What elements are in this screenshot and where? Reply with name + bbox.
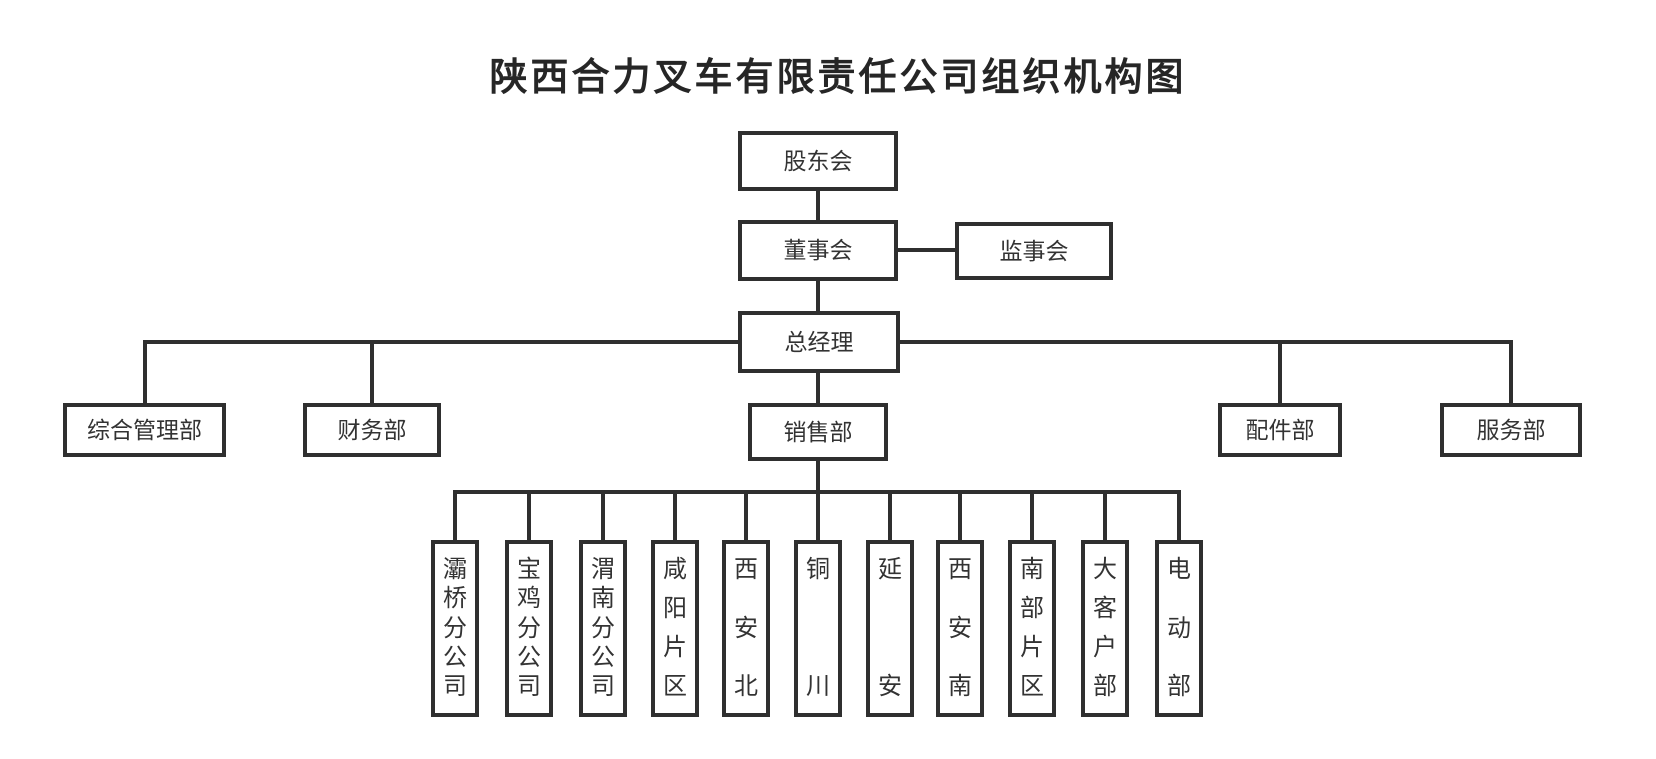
connector-drop-south-area [1030,490,1034,542]
org-node-finance-dept: 财务部 [303,403,441,457]
connector-board-supervisory [896,248,957,252]
org-node-label: 财务部 [337,417,407,443]
org-node-sales-dept: 销售部 [748,403,888,461]
org-node-label: 宝鸡分公司 [517,557,541,700]
org-node-supervisory: 监事会 [955,222,1113,280]
org-node-label: 服务部 [1476,417,1546,443]
org-node-label: 渭南分公司 [591,557,615,700]
connector-drop-parts [1278,340,1282,405]
org-node-label: 电动部 [1167,557,1191,700]
connector-drop-service [1509,340,1513,405]
org-node-label: 监事会 [999,238,1069,264]
connector-shareholders-board [816,189,820,221]
org-node-label: 大客户部 [1093,557,1117,700]
connector-drop-weinan [601,490,605,542]
org-node-electric-dept: 电动部 [1155,540,1203,717]
org-node-xian-south: 西安南 [936,540,984,717]
org-node-xian-north: 西安北 [722,540,770,717]
connector-gm-sales [816,371,820,404]
org-node-label: 股东会 [783,148,853,174]
org-node-label: 综合管理部 [87,417,202,443]
connector-sales-bus [816,459,820,492]
org-node-label: 西安南 [948,557,972,700]
org-node-general-manager: 总经理 [738,311,900,373]
connector-drop-baqiao [453,490,457,542]
org-node-south-area: 南部片区 [1008,540,1056,717]
connector-drop-xianyang [673,490,677,542]
org-node-admin-dept: 综合管理部 [63,403,226,457]
org-node-shareholders: 股东会 [738,131,898,191]
connector-drop-key-accounts [1103,490,1107,542]
org-node-weinan-branch: 渭南分公司 [579,540,627,717]
connector-drop-electric [1177,490,1181,542]
org-node-board: 董事会 [738,220,898,281]
org-node-label: 销售部 [783,419,853,445]
org-node-label: 延安 [878,557,902,700]
org-node-xianyang-area: 咸阳片区 [651,540,699,717]
org-node-label: 灞桥分公司 [443,557,467,700]
org-node-label: 西安北 [734,557,758,700]
org-node-yanan: 延安 [866,540,914,717]
org-node-label: 董事会 [783,238,853,263]
org-node-baoji-branch: 宝鸡分公司 [505,540,553,717]
connector-drop-yanan [888,490,892,542]
connector-gm-left-arm [143,340,740,344]
connector-drop-tongchuan [816,490,820,542]
org-node-parts-dept: 配件部 [1218,403,1342,457]
chart-title: 陕西合力叉车有限责任公司组织机构图 [489,57,1187,99]
org-node-label: 咸阳片区 [663,557,687,700]
org-node-key-accounts-dept: 大客户部 [1081,540,1129,717]
connector-gm-right-arm [898,340,1513,344]
org-node-service-dept: 服务部 [1440,403,1582,457]
connector-drop-baoji [527,490,531,542]
connector-drop-finance [370,340,374,405]
org-node-label: 总经理 [784,329,854,355]
org-node-label: 铜川 [806,557,830,700]
org-node-tongchuan: 铜川 [794,540,842,717]
connector-drop-xian-north [744,490,748,542]
connector-drop-admin [143,340,147,405]
org-node-label: 配件部 [1245,417,1315,443]
connector-board-gm [816,279,820,312]
org-node-label: 南部片区 [1020,557,1044,700]
org-node-baqiao-branch: 灞桥分公司 [431,540,479,717]
connector-drop-xian-south [958,490,962,542]
